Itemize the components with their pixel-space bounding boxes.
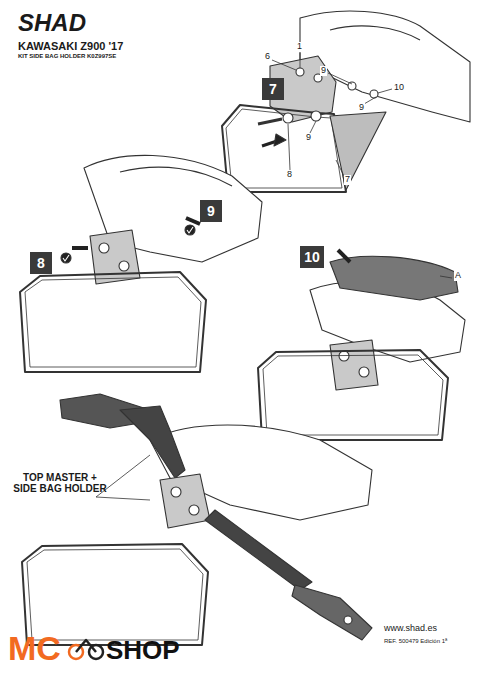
callout-number: 8 <box>286 170 293 180</box>
step-number: 7 <box>269 81 277 97</box>
seat-pad <box>330 256 458 300</box>
website: www.shad.es <box>384 624 437 634</box>
side-bag-holder <box>258 350 448 440</box>
callout-number: 6 <box>264 52 271 62</box>
kit-reference: KIT SIDE BAG HOLDER K0Z997SE <box>18 53 116 60</box>
callout-number: 9 <box>358 103 365 113</box>
step-number: 10 <box>304 249 320 265</box>
side-bag-holder <box>20 272 206 372</box>
step-badge: 8 <box>30 252 52 274</box>
step-badge: 10 <box>300 246 324 268</box>
shop-logo: MC <box>8 630 61 667</box>
step-badge: 9 <box>200 200 222 222</box>
callout-number: 7 <box>344 175 351 185</box>
callout-number: 1 <box>296 42 303 52</box>
step-number: 9 <box>207 203 215 219</box>
callout-letter: A <box>454 271 462 281</box>
side-bag-holder <box>222 105 346 192</box>
step-number: 8 <box>37 255 45 271</box>
leader-line <box>96 497 150 500</box>
callout-number: 9 <box>320 66 327 76</box>
bracket-plate <box>90 230 140 284</box>
kit-note: TOP MASTER + SIDE BAG HOLDER <box>12 472 108 494</box>
reference: REF. 500479 Edición 1ª <box>384 638 447 645</box>
shop-logo: SHOP <box>106 636 180 665</box>
footpeg-bracket <box>292 585 372 640</box>
callout-number: 10 <box>393 83 405 93</box>
top-master-rail <box>205 510 312 590</box>
step-badge: 7 <box>262 78 284 100</box>
callout-number: 9 <box>305 133 312 143</box>
brand-logo: SHAD <box>18 10 86 36</box>
model-title: KAWASAKI Z900 '17 <box>18 40 123 52</box>
